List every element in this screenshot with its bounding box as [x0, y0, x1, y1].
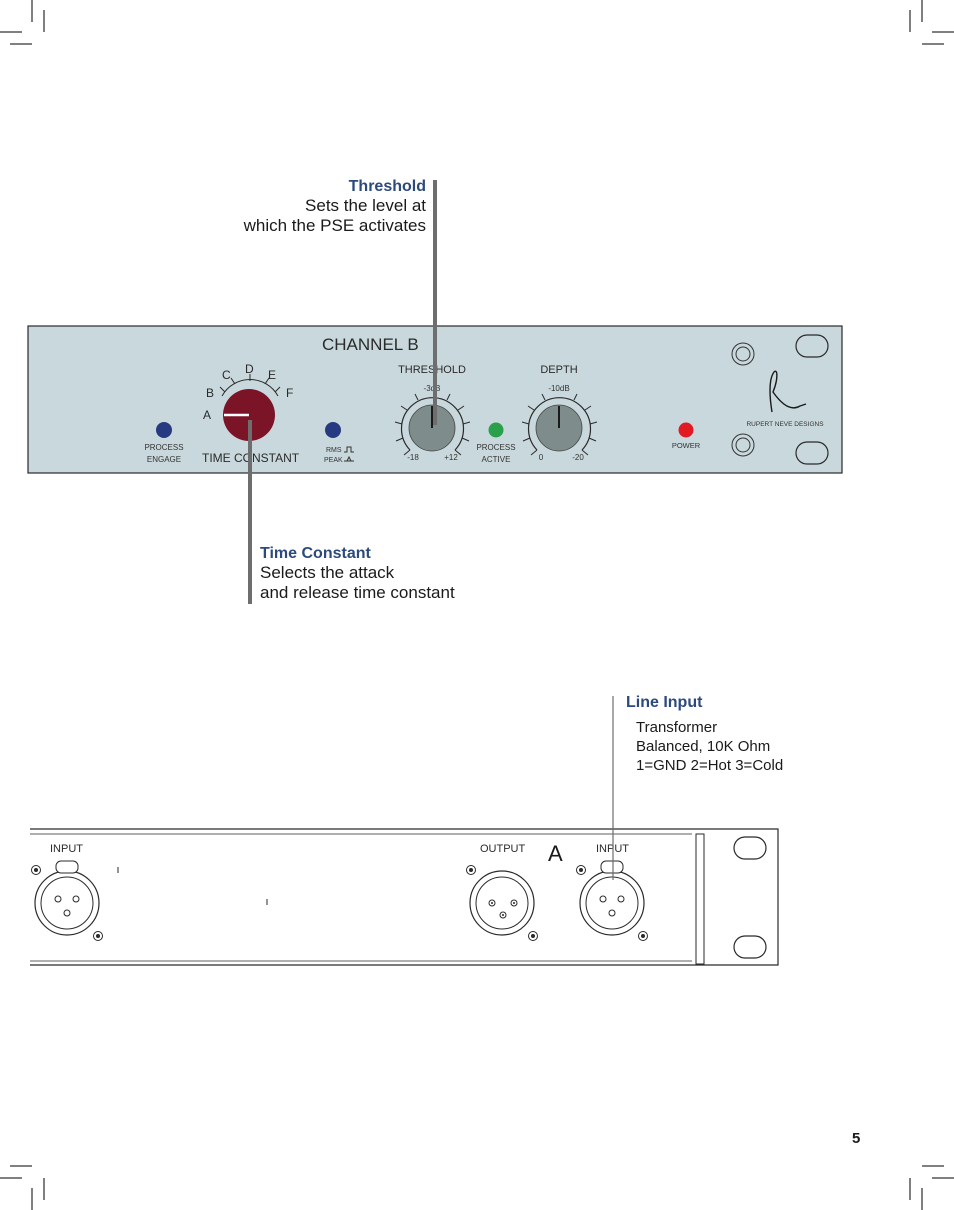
depth-scale: [521, 393, 598, 456]
time-constant-scale: [219, 374, 281, 397]
time-constant-pos-b: B: [206, 386, 214, 400]
left-xlr-input-connector[interactable]: [31, 860, 103, 941]
brand-label: RUPERT NEVE DESIGNS: [746, 421, 824, 428]
rms-switch-icon: [344, 446, 354, 453]
line-input-callout-title: Line Input: [626, 694, 703, 711]
right-xlr-input-connector[interactable]: [576, 860, 648, 941]
peak-label: PEAK: [324, 457, 343, 464]
rear-left-input-label: INPUT: [50, 843, 83, 855]
power-led: [678, 422, 694, 438]
rear-rack-slot-bottom: [733, 935, 767, 959]
line-input-callout: Line Input Transformer Balanced, 10K Ohm…: [626, 694, 783, 775]
rack-ear-slot-bottom: [795, 441, 829, 465]
threshold-center-value: -3dB: [424, 384, 441, 393]
time-constant-pos-f: F: [286, 386, 293, 400]
rear-rack-slot-top: [733, 836, 767, 860]
threshold-min-value: -18: [407, 453, 419, 462]
rack-screw-top: [731, 342, 755, 366]
threshold-scale: [394, 393, 471, 456]
peak-switch-icon: [344, 455, 354, 462]
time-constant-label: TIME CONSTANT: [202, 451, 300, 465]
time-constant-callout-line2: and release time constant: [260, 583, 455, 602]
rupert-neve-logo-icon: [769, 370, 807, 413]
depth-center-value: -10dB: [548, 384, 569, 393]
threshold-callout-title: Threshold: [348, 178, 426, 195]
process-engage-label-2: ENGAGE: [147, 455, 181, 464]
channel-label: CHANNEL B: [322, 335, 419, 354]
threshold-label: THRESHOLD: [398, 364, 466, 376]
time-constant-pos-d: D: [245, 362, 254, 376]
xlr-output-connector[interactable]: [466, 865, 538, 941]
rms-peak-switch[interactable]: [325, 422, 341, 438]
depth-label: DEPTH: [540, 364, 577, 376]
process-active-label-2: ACTIVE: [482, 455, 511, 464]
threshold-callout: Threshold Sets the level at which the PS…: [244, 178, 426, 236]
threshold-callout-line1: Sets the level at: [305, 196, 426, 215]
process-active-led: [488, 422, 504, 438]
power-label: POWER: [672, 441, 701, 450]
process-active-label-1: PROCESS: [476, 443, 515, 452]
depth-min-value: 0: [539, 453, 544, 462]
page-number: 5: [852, 1130, 861, 1147]
time-constant-callout-line1: Selects the attack: [260, 563, 395, 582]
line-input-callout-line3: 1=GND 2=Hot 3=Cold: [636, 757, 784, 774]
threshold-callout-line2: which the PSE activates: [243, 216, 426, 235]
rear-output-label: OUTPUT: [480, 843, 526, 855]
rear-panel: INPUT OUTPUT A INPUT: [30, 828, 779, 966]
process-engage-button[interactable]: [156, 422, 172, 438]
process-engage-label-1: PROCESS: [144, 443, 183, 452]
line-input-callout-line2: Balanced, 10K Ohm: [636, 738, 771, 755]
time-constant-pos-a: A: [203, 408, 211, 422]
depth-max-value: -20: [572, 453, 584, 462]
rms-label: RMS: [326, 447, 342, 454]
time-constant-pos-e: E: [268, 368, 276, 382]
threshold-max-value: +12: [444, 453, 458, 462]
rack-screw-bottom: [731, 433, 755, 457]
time-constant-callout: Time Constant Selects the attack and rel…: [260, 545, 455, 603]
rear-channel-label: A: [548, 841, 563, 866]
rear-right-input-label: INPUT: [596, 843, 629, 855]
rack-ear-slot-top: [795, 334, 829, 358]
line-input-callout-line1: Transformer: [636, 719, 718, 736]
front-panel: CHANNEL B PROCESS ENGAGE A B C D E F TIM…: [27, 325, 843, 474]
time-constant-callout-title: Time Constant: [260, 545, 371, 562]
time-constant-pos-c: C: [222, 368, 231, 382]
